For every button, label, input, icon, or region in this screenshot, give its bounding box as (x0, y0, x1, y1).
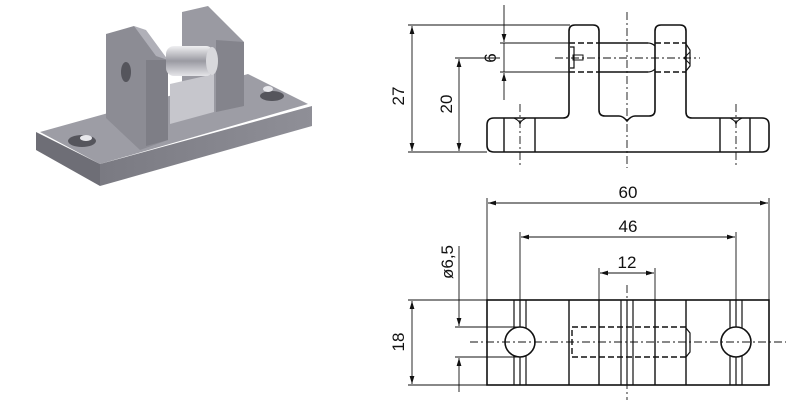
dim-overall-length: 60 (619, 183, 638, 202)
product-photo (36, 6, 312, 186)
dim-slot-width: 12 (618, 253, 637, 272)
dim-hole-diameter: ø6,5 (438, 245, 457, 279)
top-view-outline (486, 299, 770, 386)
front-view (408, 5, 770, 168)
dim-pin-diameter: 6 (481, 53, 500, 62)
top-view (408, 198, 786, 400)
dim-pin-axis-height: 20 (437, 95, 456, 114)
dim-width: 18 (389, 333, 408, 352)
dim-overall-height: 27 (389, 87, 408, 106)
bracket-photo (36, 6, 312, 186)
dim-hole-spacing: 46 (619, 217, 638, 236)
front-view-outline (486, 24, 770, 153)
